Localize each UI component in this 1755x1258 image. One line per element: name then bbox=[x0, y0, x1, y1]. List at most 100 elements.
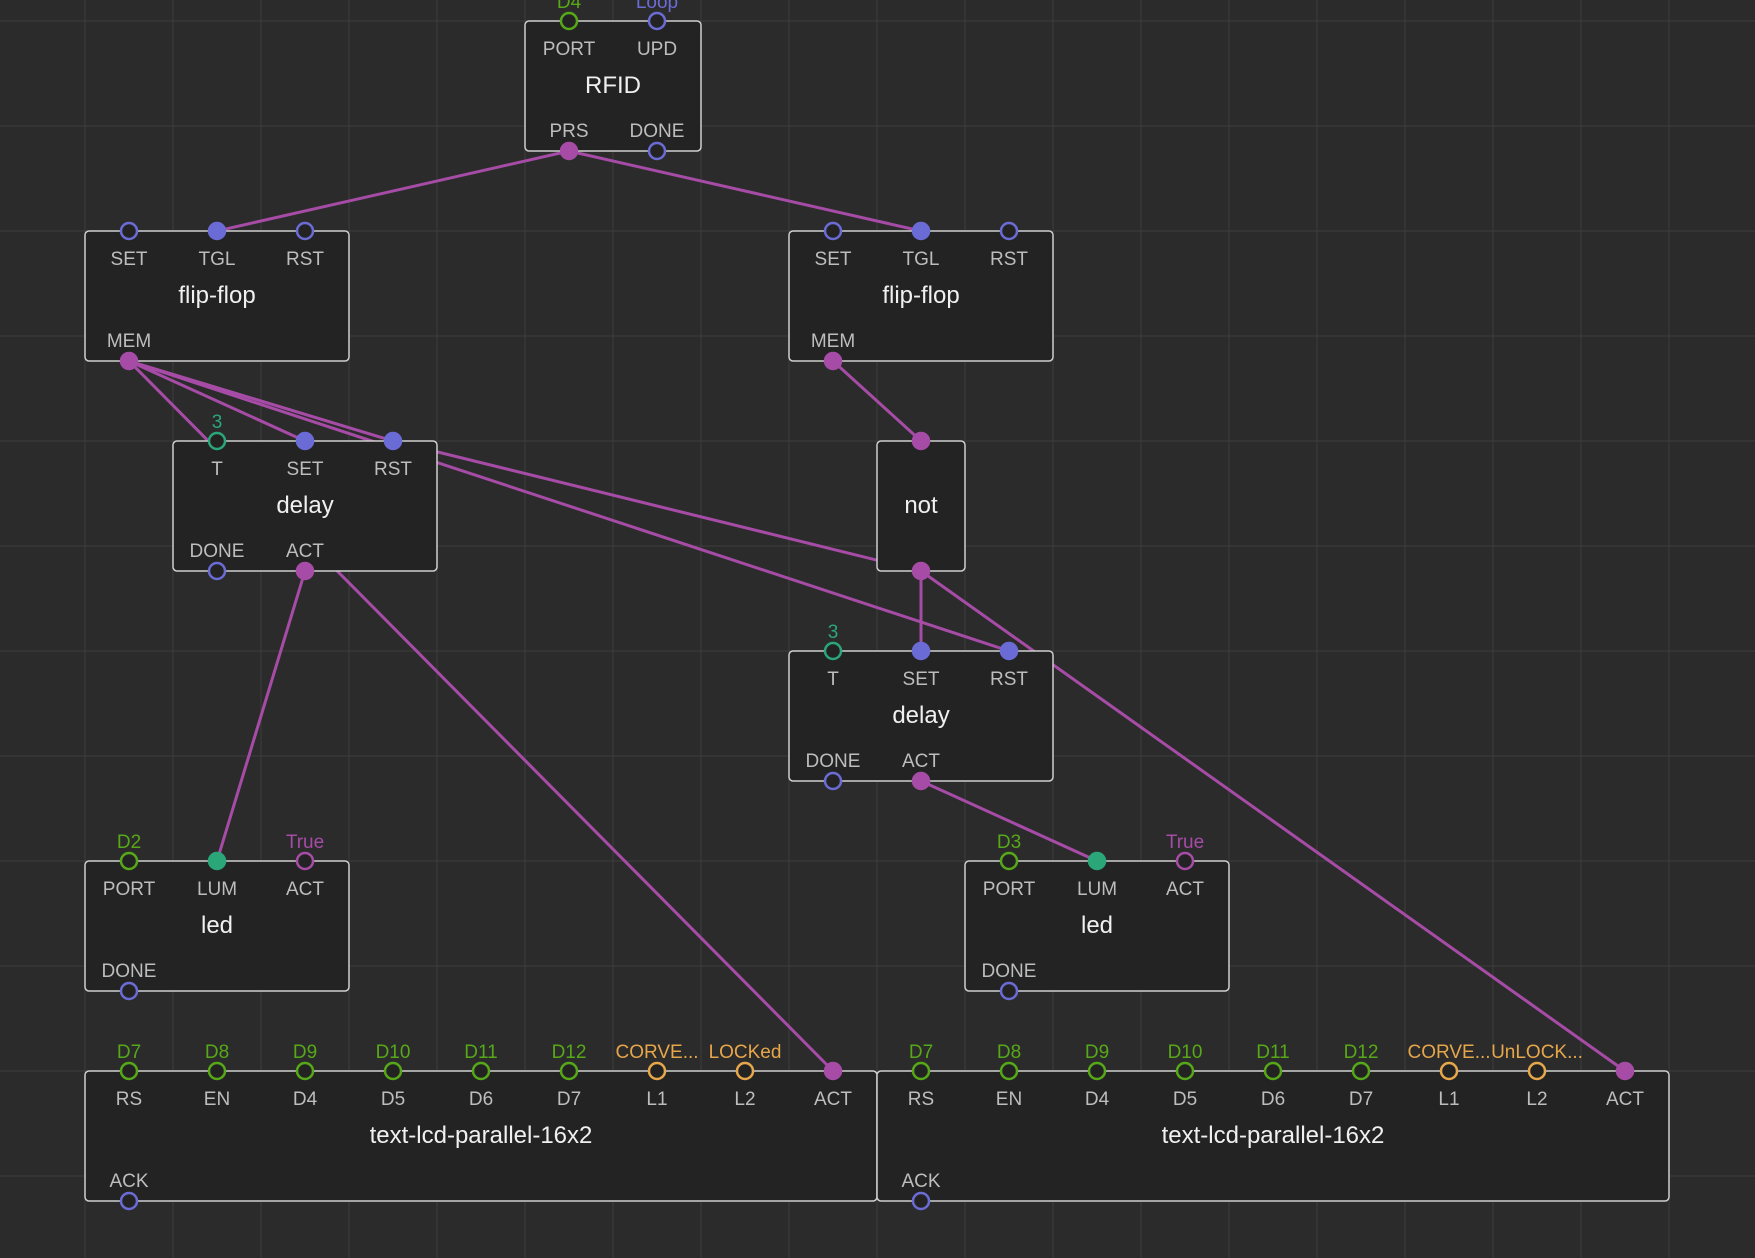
output-pin-prs[interactable] bbox=[559, 141, 579, 161]
node-body[interactable] bbox=[524, 20, 702, 152]
input-pin-en[interactable] bbox=[999, 1061, 1019, 1081]
input-pin-tgl[interactable] bbox=[207, 221, 227, 241]
input-pin-d7[interactable] bbox=[559, 1061, 579, 1081]
pin-value: D7 bbox=[117, 1042, 141, 1063]
link-delay1-to-led1[interactable] bbox=[215, 570, 307, 862]
pin-label: SET bbox=[111, 249, 148, 270]
output-pin-act[interactable] bbox=[911, 771, 931, 791]
link-delay2-to-led2[interactable] bbox=[920, 779, 1098, 863]
output-pin-done[interactable] bbox=[999, 981, 1019, 1001]
pin-label: ACT bbox=[902, 751, 940, 772]
pin-label: RST bbox=[374, 459, 412, 480]
node-not1[interactable]: not bbox=[876, 431, 966, 581]
link-flipflop1-to-delay2[interactable] bbox=[128, 359, 1010, 653]
pin-label: PORT bbox=[983, 879, 1036, 900]
output-pin-done[interactable] bbox=[647, 141, 667, 161]
input-pin-port[interactable] bbox=[119, 851, 139, 871]
node-lcd2[interactable]: text-lcd-parallel-16x2RSD7END8D4D9D5D10D… bbox=[876, 1042, 1670, 1211]
input-pin-l2[interactable] bbox=[1527, 1061, 1547, 1081]
input-pin-d6[interactable] bbox=[1263, 1061, 1283, 1081]
pin-label: LUM bbox=[1077, 879, 1117, 900]
input-pin-en[interactable] bbox=[207, 1061, 227, 1081]
input-pin-set[interactable] bbox=[911, 641, 931, 661]
input-pin-act[interactable] bbox=[823, 1061, 843, 1081]
node-lcd1[interactable]: text-lcd-parallel-16x2RSD7END8D4D9D5D10D… bbox=[84, 1042, 878, 1211]
output-pin-done[interactable] bbox=[207, 561, 227, 581]
link-flipflop2-to-not1[interactable] bbox=[831, 359, 923, 443]
input-pin-tgl[interactable] bbox=[911, 221, 931, 241]
pin-value: D11 bbox=[1256, 1042, 1289, 1063]
pin-label: L2 bbox=[734, 1089, 755, 1110]
input-pin-d4[interactable] bbox=[295, 1061, 315, 1081]
input-pin-value[interactable] bbox=[911, 431, 931, 451]
input-pin-act[interactable] bbox=[1615, 1061, 1635, 1081]
node-title: not bbox=[904, 492, 938, 519]
input-pin-d6[interactable] bbox=[471, 1061, 491, 1081]
input-pin-rst[interactable] bbox=[999, 641, 1019, 661]
input-pin-act[interactable] bbox=[1175, 851, 1195, 871]
input-pin-rs[interactable] bbox=[119, 1061, 139, 1081]
input-pin-rst[interactable] bbox=[295, 221, 315, 241]
input-pin-lum[interactable] bbox=[207, 851, 227, 871]
link-rfid-to-flipflop2[interactable] bbox=[568, 149, 922, 233]
output-pin-ack[interactable] bbox=[911, 1191, 931, 1211]
link-not1-to-delay1[interactable] bbox=[392, 439, 922, 573]
input-pin-port[interactable] bbox=[559, 11, 579, 31]
input-pin-d5[interactable] bbox=[1175, 1061, 1195, 1081]
pin-label: RST bbox=[990, 669, 1028, 690]
input-pin-t[interactable] bbox=[823, 641, 843, 661]
node-title: delay bbox=[892, 702, 949, 729]
output-pin-done[interactable] bbox=[119, 981, 139, 1001]
input-pin-set[interactable] bbox=[119, 221, 139, 241]
input-pin-port[interactable] bbox=[999, 851, 1019, 871]
link-not1-to-lcd2[interactable] bbox=[920, 569, 1626, 1073]
link-flipflop1-to-delay1[interactable] bbox=[128, 359, 306, 443]
pin-label: D7 bbox=[557, 1089, 581, 1110]
input-pin-t[interactable] bbox=[207, 431, 227, 451]
pin-label: DONE bbox=[982, 961, 1037, 982]
input-pin-rst[interactable] bbox=[383, 431, 403, 451]
input-pin-set[interactable] bbox=[295, 431, 315, 451]
output-pin-ack[interactable] bbox=[119, 1191, 139, 1211]
output-pin-mem[interactable] bbox=[119, 351, 139, 371]
pin-label: D7 bbox=[1349, 1089, 1373, 1110]
pin-label: MEM bbox=[811, 331, 855, 352]
pin-label: D6 bbox=[469, 1089, 493, 1110]
output-pin-done[interactable] bbox=[823, 771, 843, 791]
pin-label: LUM bbox=[197, 879, 237, 900]
input-pin-l1[interactable] bbox=[1439, 1061, 1459, 1081]
pin-label: RST bbox=[286, 249, 324, 270]
input-pin-d5[interactable] bbox=[383, 1061, 403, 1081]
node-title: led bbox=[201, 912, 233, 939]
pin-label: T bbox=[211, 459, 223, 480]
pin-label: MEM bbox=[107, 331, 151, 352]
node-title: flip-flop bbox=[178, 282, 255, 309]
input-pin-l1[interactable] bbox=[647, 1061, 667, 1081]
pin-label: PRS bbox=[549, 121, 588, 142]
link-rfid-to-flipflop1[interactable] bbox=[216, 149, 570, 233]
pin-label: EN bbox=[996, 1089, 1022, 1110]
output-pin-value[interactable] bbox=[911, 561, 931, 581]
input-pin-lum[interactable] bbox=[1087, 851, 1107, 871]
input-pin-rst[interactable] bbox=[999, 221, 1019, 241]
output-pin-act[interactable] bbox=[295, 561, 315, 581]
input-pin-rs[interactable] bbox=[911, 1061, 931, 1081]
pin-label: DONE bbox=[102, 961, 157, 982]
pin-value: Loop bbox=[636, 0, 678, 13]
input-pin-set[interactable] bbox=[823, 221, 843, 241]
input-pin-d4[interactable] bbox=[1087, 1061, 1107, 1081]
input-pin-d7[interactable] bbox=[1351, 1061, 1371, 1081]
input-pin-l2[interactable] bbox=[735, 1061, 755, 1081]
input-pin-act[interactable] bbox=[295, 851, 315, 871]
input-pin-upd[interactable] bbox=[647, 11, 667, 31]
output-pin-mem[interactable] bbox=[823, 351, 843, 371]
